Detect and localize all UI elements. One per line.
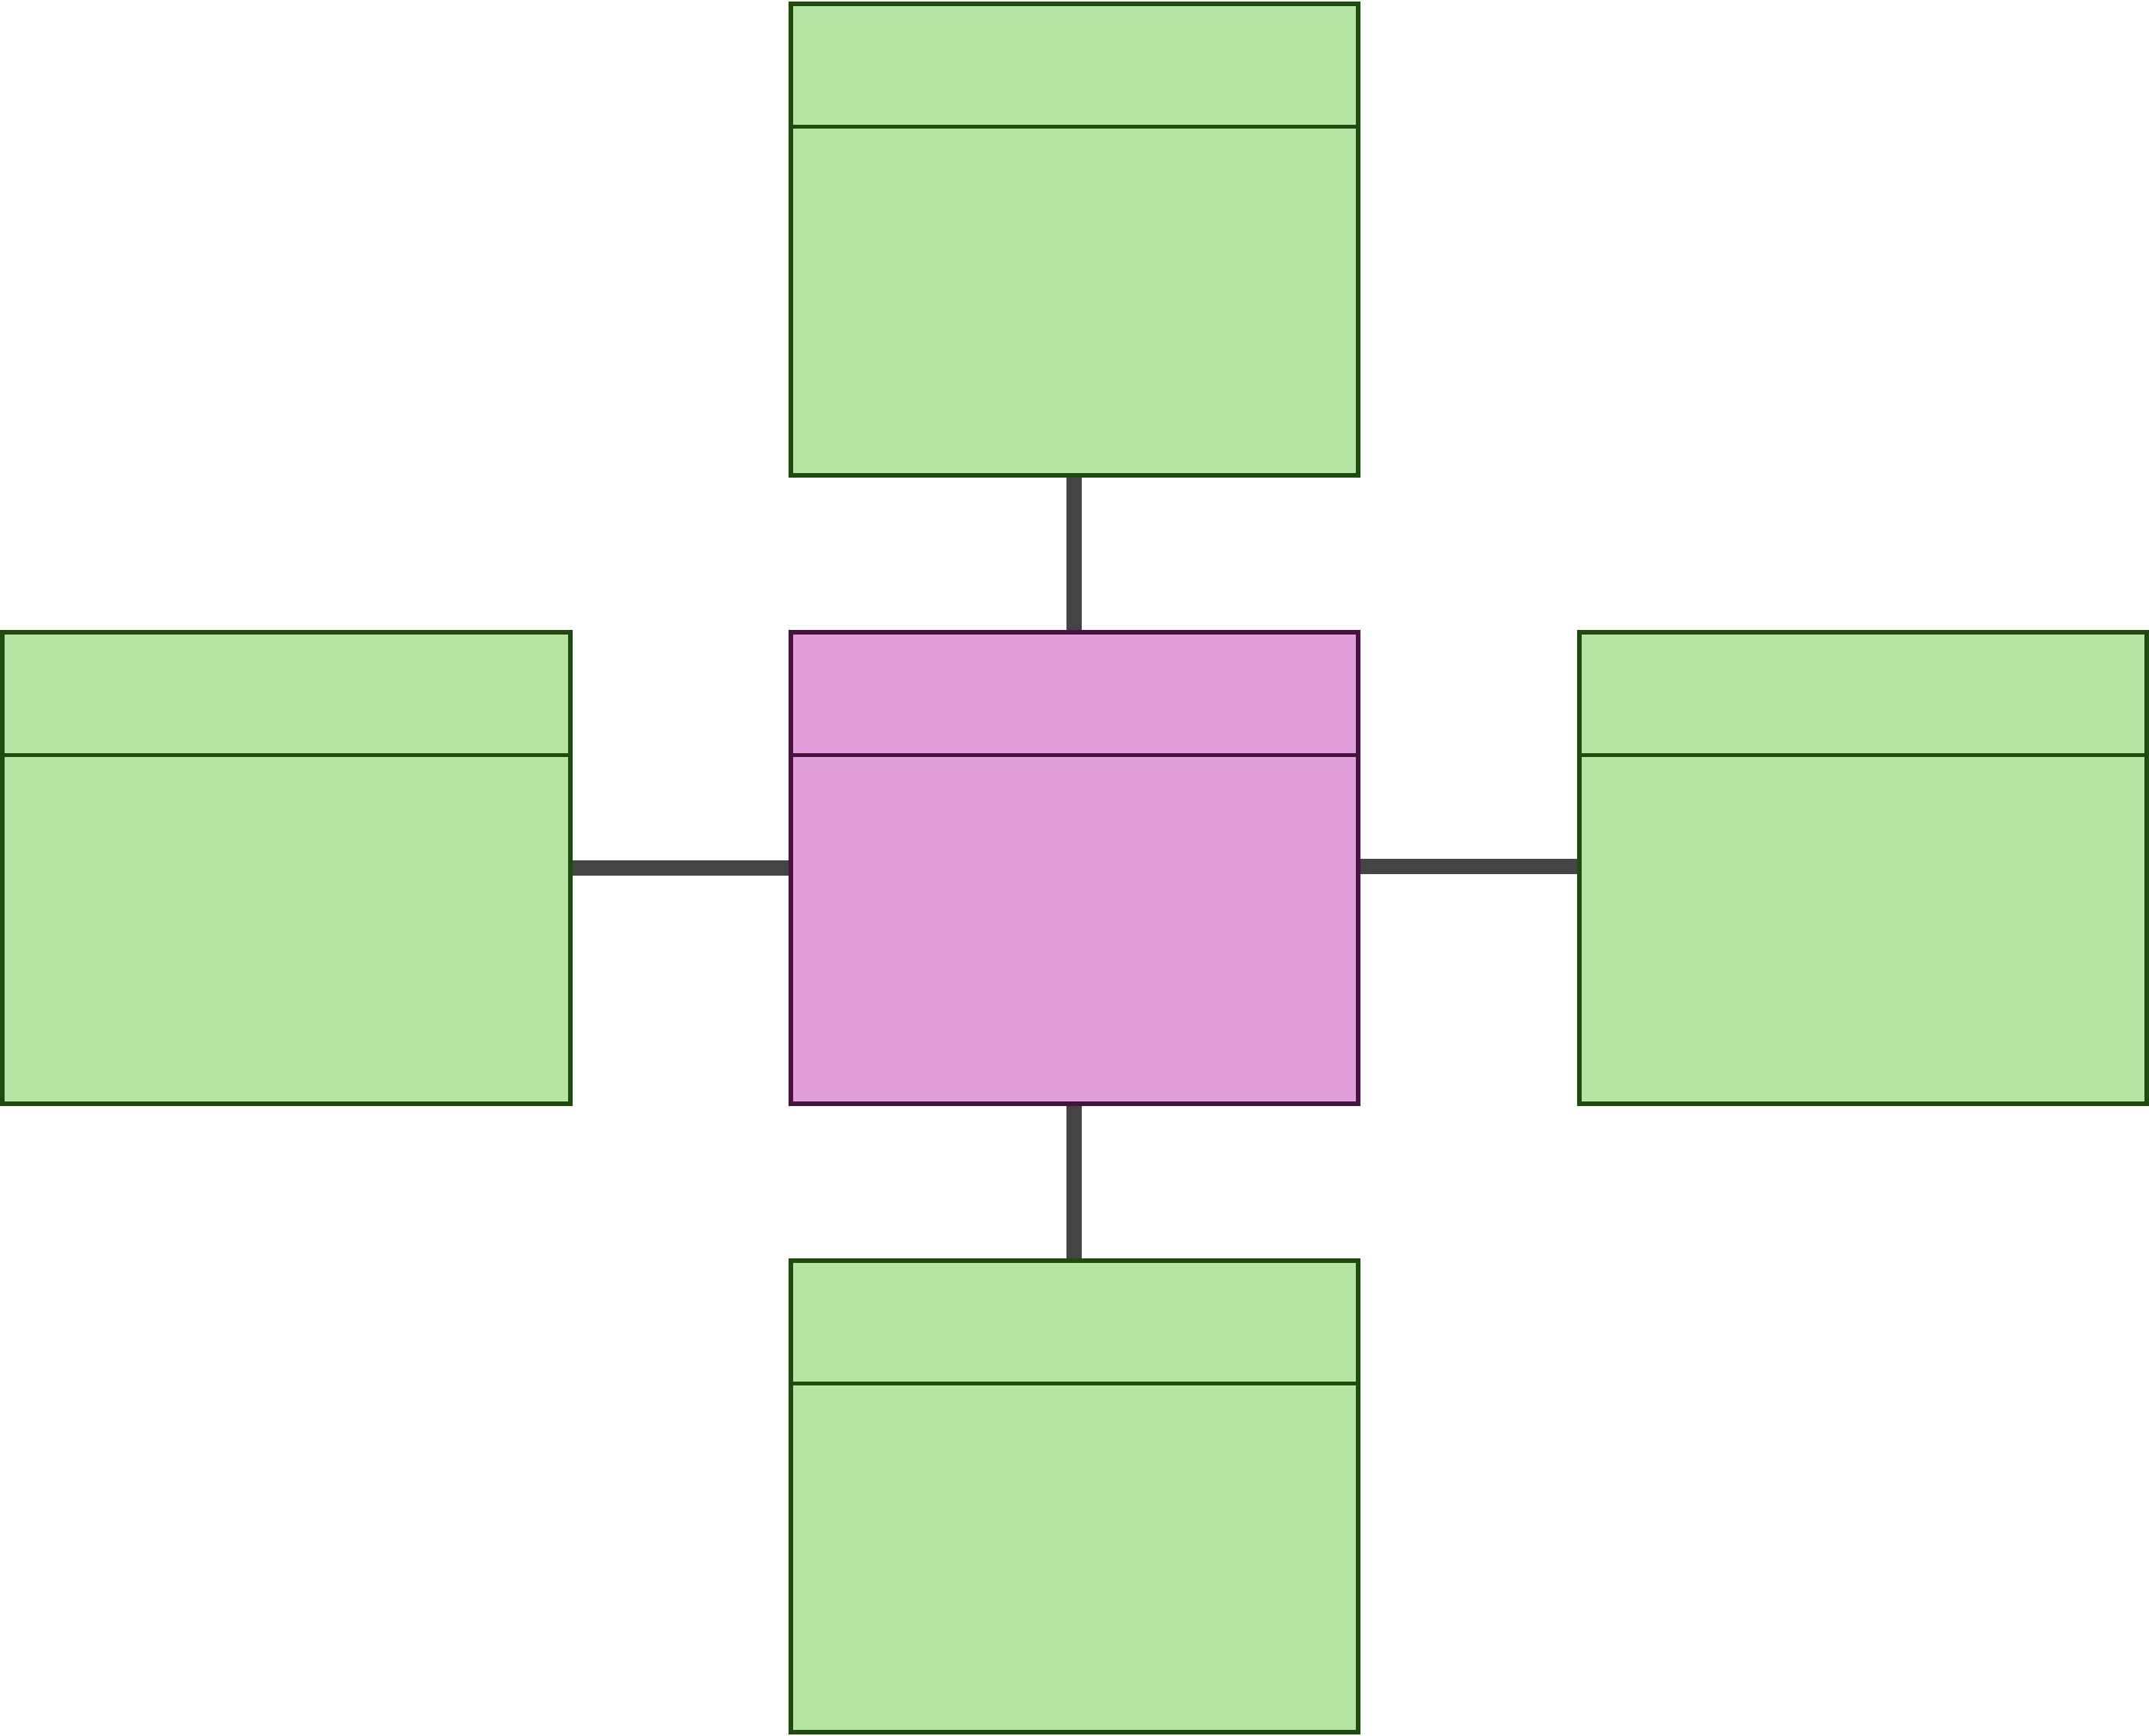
connector-right	[1358, 859, 1579, 874]
node-right-header	[1582, 635, 2144, 757]
node-top-header	[793, 6, 1356, 129]
node-bottom[interactable]	[789, 1258, 1360, 1734]
node-top[interactable]	[789, 2, 1360, 478]
connector-left	[570, 860, 791, 876]
node-bottom-body	[793, 1385, 1356, 1730]
node-left[interactable]	[0, 630, 573, 1106]
node-top-body	[793, 129, 1356, 473]
node-right[interactable]	[1577, 630, 2149, 1106]
node-left-body	[5, 757, 568, 1101]
node-center-body	[793, 757, 1356, 1101]
node-right-body	[1582, 757, 2144, 1101]
node-center-header	[793, 635, 1356, 757]
node-left-header	[5, 635, 568, 757]
connector-bottom	[1066, 1104, 1082, 1261]
connector-top	[1066, 475, 1082, 632]
node-bottom-header	[793, 1263, 1356, 1385]
node-center[interactable]	[789, 630, 1360, 1106]
